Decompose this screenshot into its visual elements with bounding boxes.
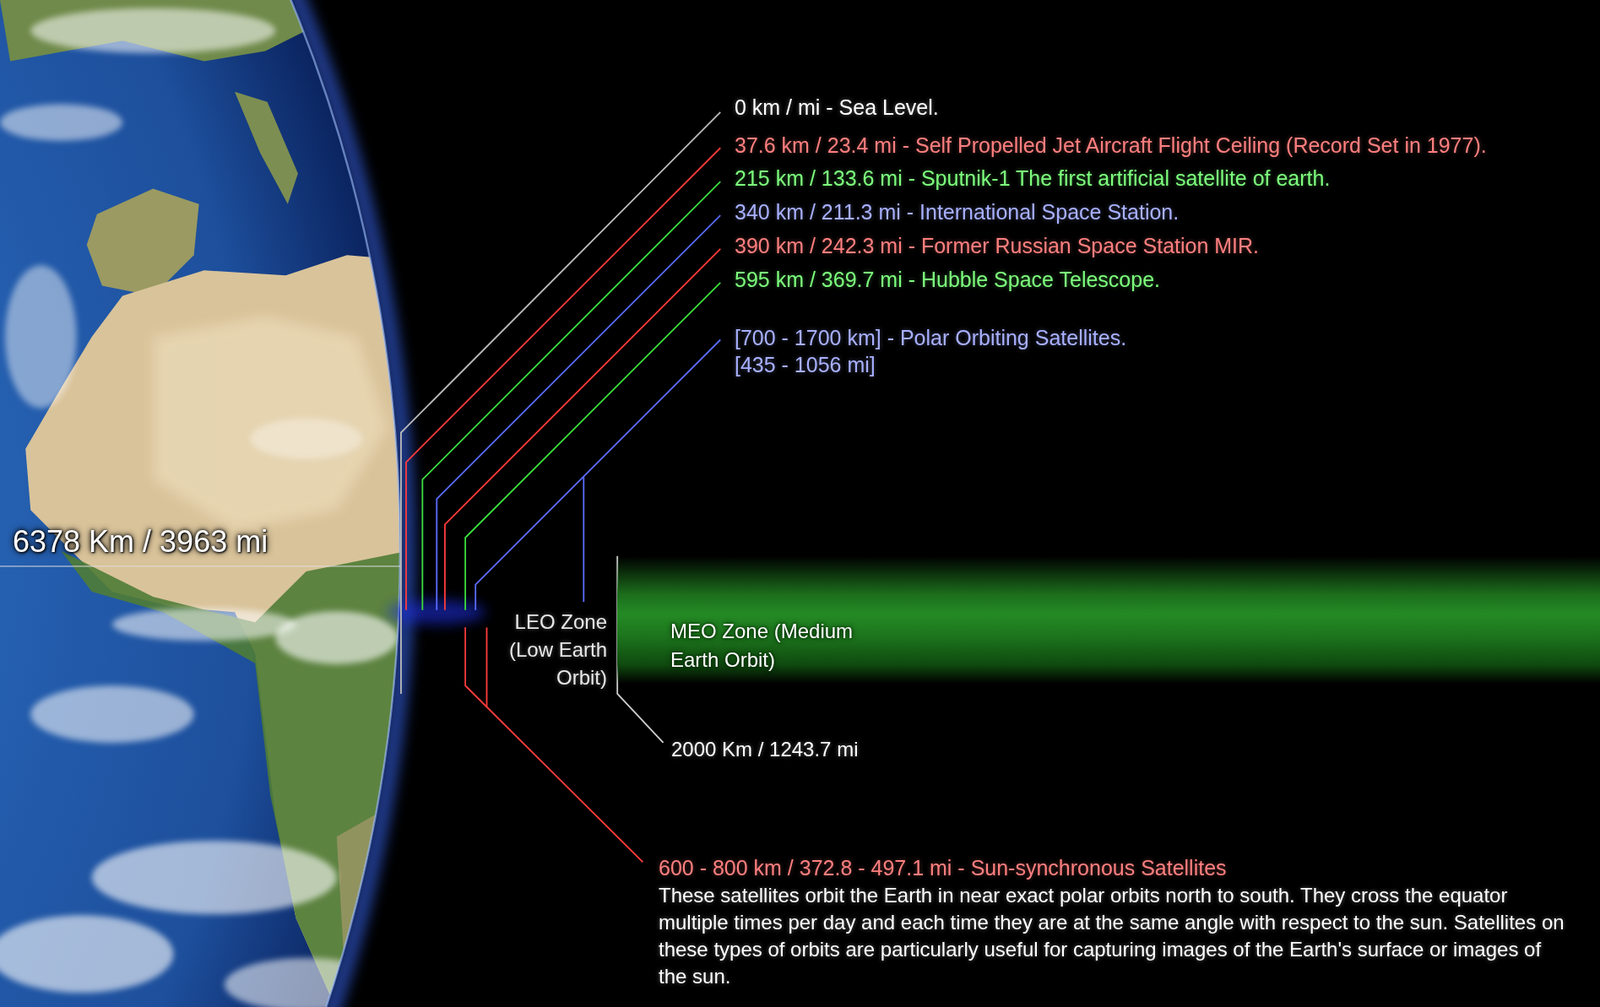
altitude-label: 215 km / 133.6 mi - Sputnik-1 The first … — [734, 165, 1330, 191]
radius-line — [0, 565, 402, 567]
altitude-label: 595 km / 369.7 mi - Hubble Space Telesco… — [734, 266, 1161, 293]
radius-label: 6378 Km / 3963 mi — [12, 525, 268, 559]
boundary-label: 2000 Km / 1243.7 mi — [671, 737, 858, 763]
altitude-label: 340 km / 211.3 mi - International Space … — [734, 199, 1179, 225]
altitude-label: 37.6 km / 23.4 mi - Self Propelled Jet A… — [734, 132, 1487, 158]
earth-rim — [0, 0, 401, 1007]
description-note: These satellites orbit the Earth in near… — [658, 882, 1575, 991]
altitude-label: 600 - 800 km / 372.8 - 497.1 mi - Sun-sy… — [658, 855, 1227, 881]
zone-name: LEO Zone (Low Earth Orbit) — [502, 607, 608, 692]
meo-band: MEO Zone (Medium Earth Orbit) — [617, 556, 1600, 684]
altitude-range-label: [700 - 1700 km] - Polar Orbiting Satelli… — [734, 324, 1149, 379]
zone-name: MEO Zone (Medium Earth Orbit) — [670, 617, 874, 675]
altitude-label: 0 km / mi - Sea Level. — [734, 94, 939, 120]
altitude-label: 390 km / 242.3 mi - Former Russian Space… — [734, 233, 1259, 259]
earth-land — [0, 0, 408, 1007]
